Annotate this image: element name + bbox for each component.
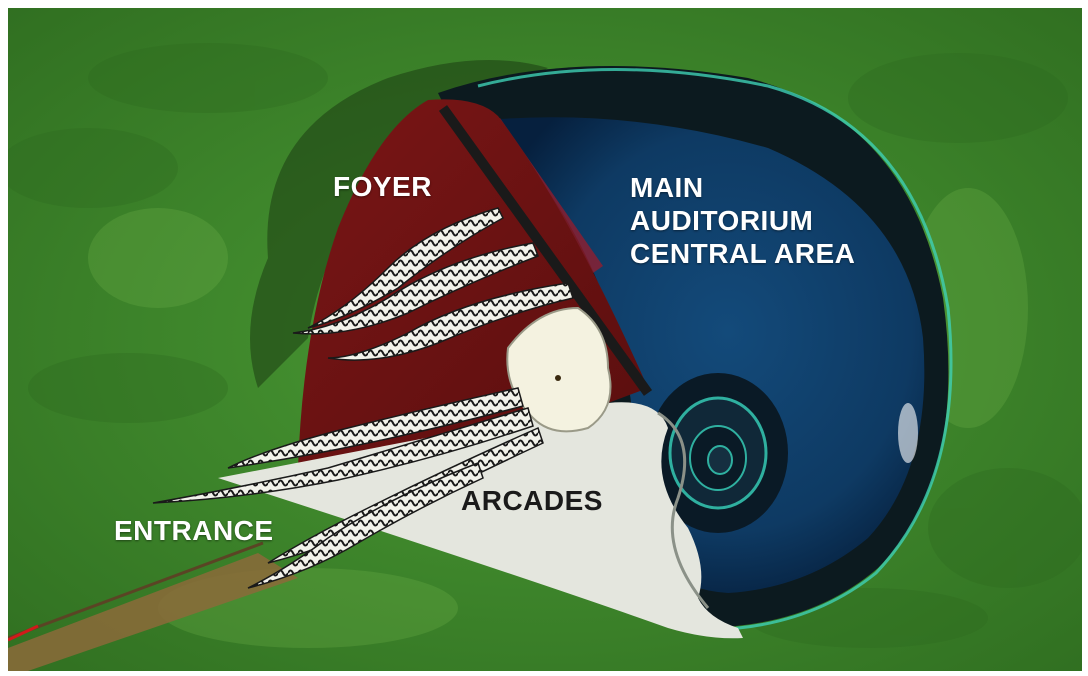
- main-auditorium-label: MAIN AUDITORIUM CENTRAL AREA: [630, 171, 855, 270]
- foyer-label: FOYER: [333, 171, 432, 203]
- nautilus-site-plan: [8, 8, 1082, 671]
- main-auditorium-label-line2: AUDITORIUM: [630, 204, 855, 237]
- entrance-label: ENTRANCE: [114, 515, 274, 547]
- main-auditorium-label-line3: CENTRAL AREA: [630, 237, 855, 270]
- central-node-point: [555, 375, 561, 381]
- main-auditorium-label-line1: MAIN: [630, 171, 855, 204]
- auditorium-glare: [898, 403, 918, 463]
- arcades-label: ARCADES: [461, 485, 603, 517]
